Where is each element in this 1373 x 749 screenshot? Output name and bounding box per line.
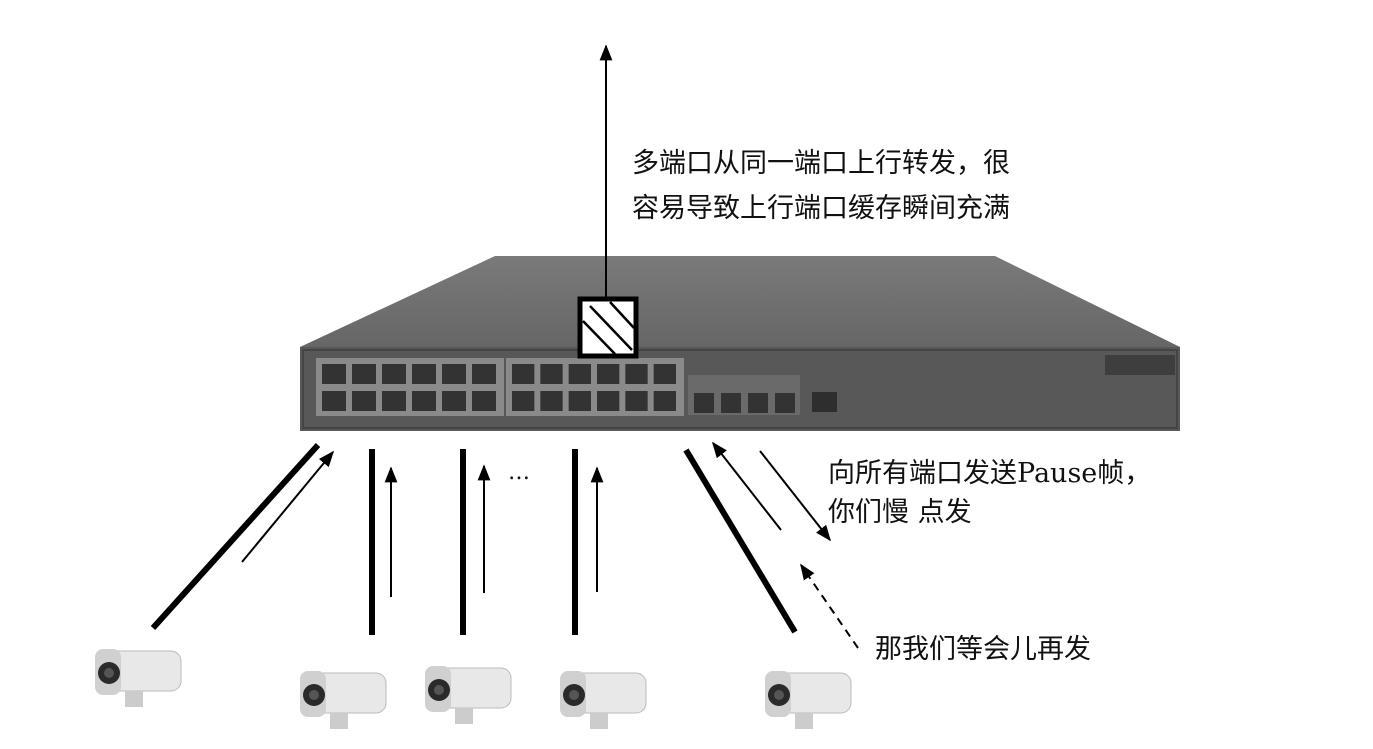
- uplink-annotation-line2: 容易导致上行端口缓存瞬间充满: [632, 193, 1010, 224]
- console-port: [812, 392, 837, 412]
- camera-icon: [95, 649, 182, 707]
- ethernet-port: [653, 364, 676, 384]
- traffic-arrows: [241, 441, 782, 597]
- camera-icon: [300, 671, 387, 729]
- pause-frame-arrow: [759, 450, 831, 542]
- ethernet-port: [625, 364, 648, 384]
- ethernet-port: [568, 364, 591, 384]
- ethernet-port: [322, 391, 346, 411]
- camera-icon: [425, 666, 512, 724]
- ethernet-port: [352, 391, 376, 411]
- ethernet-port: [568, 391, 591, 411]
- pause-annotation-line2: 你们慢 点发: [828, 497, 972, 528]
- ethernet-port: [352, 364, 376, 384]
- wait-annotation: 那我们等会儿再发: [875, 634, 1091, 665]
- ethernet-port: [412, 391, 436, 411]
- ethernet-port: [322, 364, 346, 384]
- ethernet-port: [597, 364, 620, 384]
- ethernet-port: [540, 391, 563, 411]
- ethernet-port: [382, 391, 406, 411]
- sfp-port: [748, 393, 768, 413]
- uplink-buffer-icon: [577, 296, 639, 359]
- network-switch: [300, 256, 1180, 431]
- sfp-port: [694, 393, 714, 413]
- wait-dashed-arrow: [800, 563, 859, 649]
- ethernet-port: [625, 391, 648, 411]
- cameras: [95, 649, 852, 729]
- ethernet-port: [512, 391, 535, 411]
- cables: [150, 442, 798, 635]
- ellipsis: …: [508, 460, 530, 485]
- uplink-annotation-line1: 多端口从同一端口上行转发，很: [632, 148, 1010, 179]
- ethernet-port: [412, 364, 436, 384]
- ethernet-ports: [316, 358, 684, 416]
- ethernet-port: [597, 391, 620, 411]
- sfp-port: [721, 393, 741, 413]
- ethernet-port: [472, 391, 496, 411]
- ethernet-port: [540, 364, 563, 384]
- ethernet-port: [442, 364, 466, 384]
- camera-icon: [560, 671, 647, 729]
- pause-annotation-line1: 向所有端口发送Pause帧，: [828, 458, 1152, 489]
- ethernet-port: [472, 364, 496, 384]
- ethernet-port: [442, 391, 466, 411]
- ethernet-port: [382, 364, 406, 384]
- camera-icon: [765, 671, 852, 729]
- sfp-ports: [694, 393, 795, 413]
- sfp-port: [775, 393, 795, 413]
- ethernet-port: [653, 391, 676, 411]
- ethernet-port: [512, 364, 535, 384]
